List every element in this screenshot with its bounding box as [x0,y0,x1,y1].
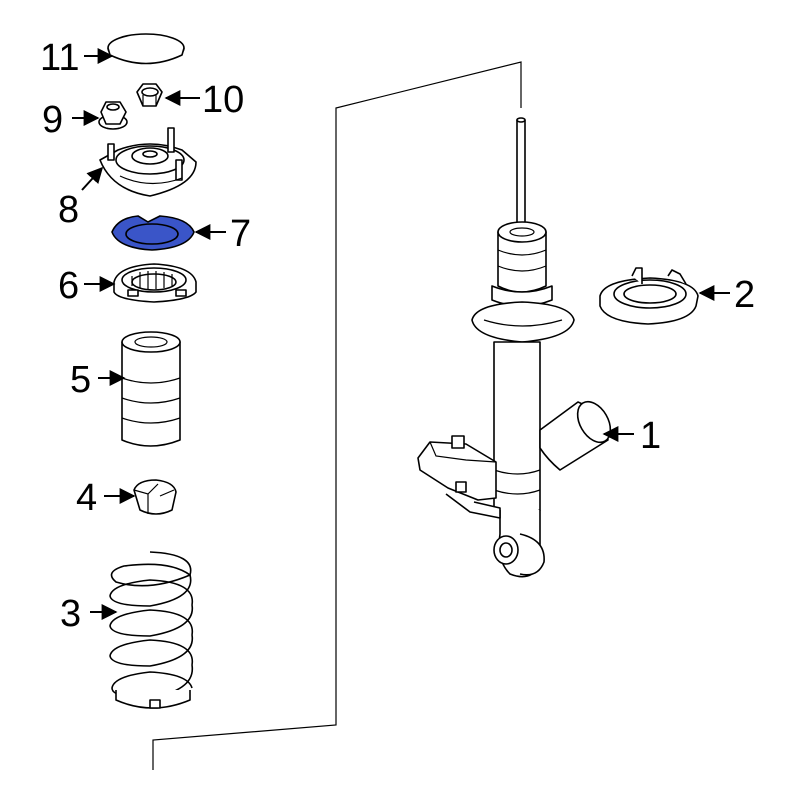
part-1-strut-assembly[interactable] [418,118,617,577]
part-5-dust-boot[interactable] [122,332,180,446]
callout-3[interactable]: 3 [60,593,118,635]
callout-label-1: 1 [640,415,661,457]
part-6-upper-spring-seat[interactable] [114,264,196,302]
callout-11[interactable]: 11 [40,37,114,79]
callout-8[interactable]: 8 [58,166,104,231]
callout-label-7: 7 [230,213,251,255]
callout-label-11: 11 [40,37,79,79]
callout-label-8: 8 [58,189,79,231]
assembly-bracket-frame [152,61,522,770]
callout-label-6: 6 [58,265,79,307]
part-10-nut[interactable] [137,84,162,106]
callout-2[interactable]: 2 [698,274,755,316]
part-3-coil-spring[interactable] [110,552,192,708]
part-7-spring-insulator[interactable] [112,216,194,250]
callout-7[interactable]: 7 [194,213,251,255]
callout-label-9: 9 [42,99,63,141]
part-8-upper-mount[interactable] [100,128,196,196]
callout-1[interactable]: 1 [602,415,661,457]
callout-label-10: 10 [202,79,244,121]
callout-10[interactable]: 10 [164,79,244,121]
callout-6[interactable]: 6 [58,265,116,307]
callout-9[interactable]: 9 [42,99,100,141]
callout-label-2: 2 [734,274,755,316]
callout-4[interactable]: 4 [76,477,136,519]
callout-label-5: 5 [70,359,91,401]
part-9-flange-nut[interactable] [99,102,127,129]
callout-label-3: 3 [60,593,81,635]
callout-5[interactable]: 5 [70,359,126,401]
callout-label-4: 4 [76,477,97,519]
part-4-bump-stop[interactable] [134,480,176,514]
part-2-lower-spring-seat[interactable] [600,268,698,324]
part-11-dust-cap[interactable] [108,34,184,64]
